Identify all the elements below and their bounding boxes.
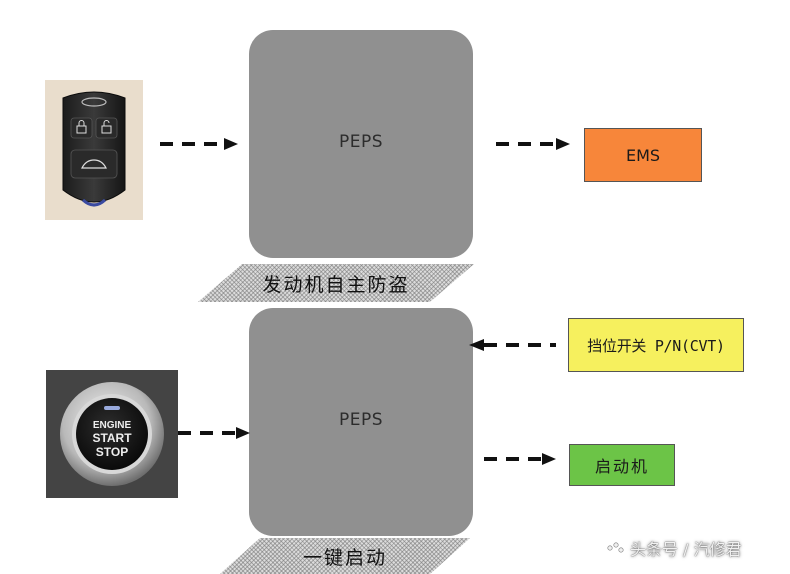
arrowhead-right-icon [236, 427, 250, 439]
peps-controller-bottom: PEPS [249, 308, 473, 536]
watermark-logo-icon [607, 542, 624, 553]
arrowhead-right-icon [542, 453, 556, 465]
start-button-line-1: ENGINE [93, 420, 132, 431]
engine-immobilizer-banner: 发动机自主防盗 [198, 264, 474, 302]
key-fob-image [62, 91, 126, 207]
arrowhead-left-icon [469, 339, 484, 351]
engine-start-stop-button-image: ENGINE START STOP [46, 370, 178, 498]
ems-label: EMS [625, 145, 661, 165]
starter-motor-label: 启动机 [594, 457, 649, 476]
starter-motor-box: 启动机 [569, 444, 675, 486]
gear-switch-box: 挡位开关 P/N(CVT) [568, 318, 744, 372]
start-button-line-2: START [92, 431, 132, 445]
peps-label-top: PEPS [338, 132, 384, 152]
arrow-gear-to-peps [469, 339, 556, 351]
peps-controller-top: PEPS [249, 30, 473, 258]
one-key-start-label: 一键启动 [302, 546, 387, 569]
peps-label-bottom: PEPS [338, 410, 384, 430]
arrow-peps-to-ems [496, 138, 570, 150]
arrow-peps-to-starter [484, 453, 556, 465]
gear-switch-label: 挡位开关 P/N(CVT) [587, 336, 725, 355]
arrowhead-right-icon [556, 138, 570, 150]
engine-immobilizer-label: 发动机自主防盗 [262, 273, 410, 296]
start-button-line-3: STOP [96, 445, 128, 459]
ems-box: EMS [584, 128, 702, 182]
arrow-button-to-peps [178, 427, 250, 439]
arrowhead-right-icon [224, 138, 238, 150]
one-key-start-banner: 一键启动 [220, 538, 470, 574]
arrow-fob-to-peps [160, 138, 238, 150]
watermark-text: 头条号 / 汽修君 [630, 540, 742, 559]
watermark: 头条号 / 汽修君 [606, 536, 742, 560]
